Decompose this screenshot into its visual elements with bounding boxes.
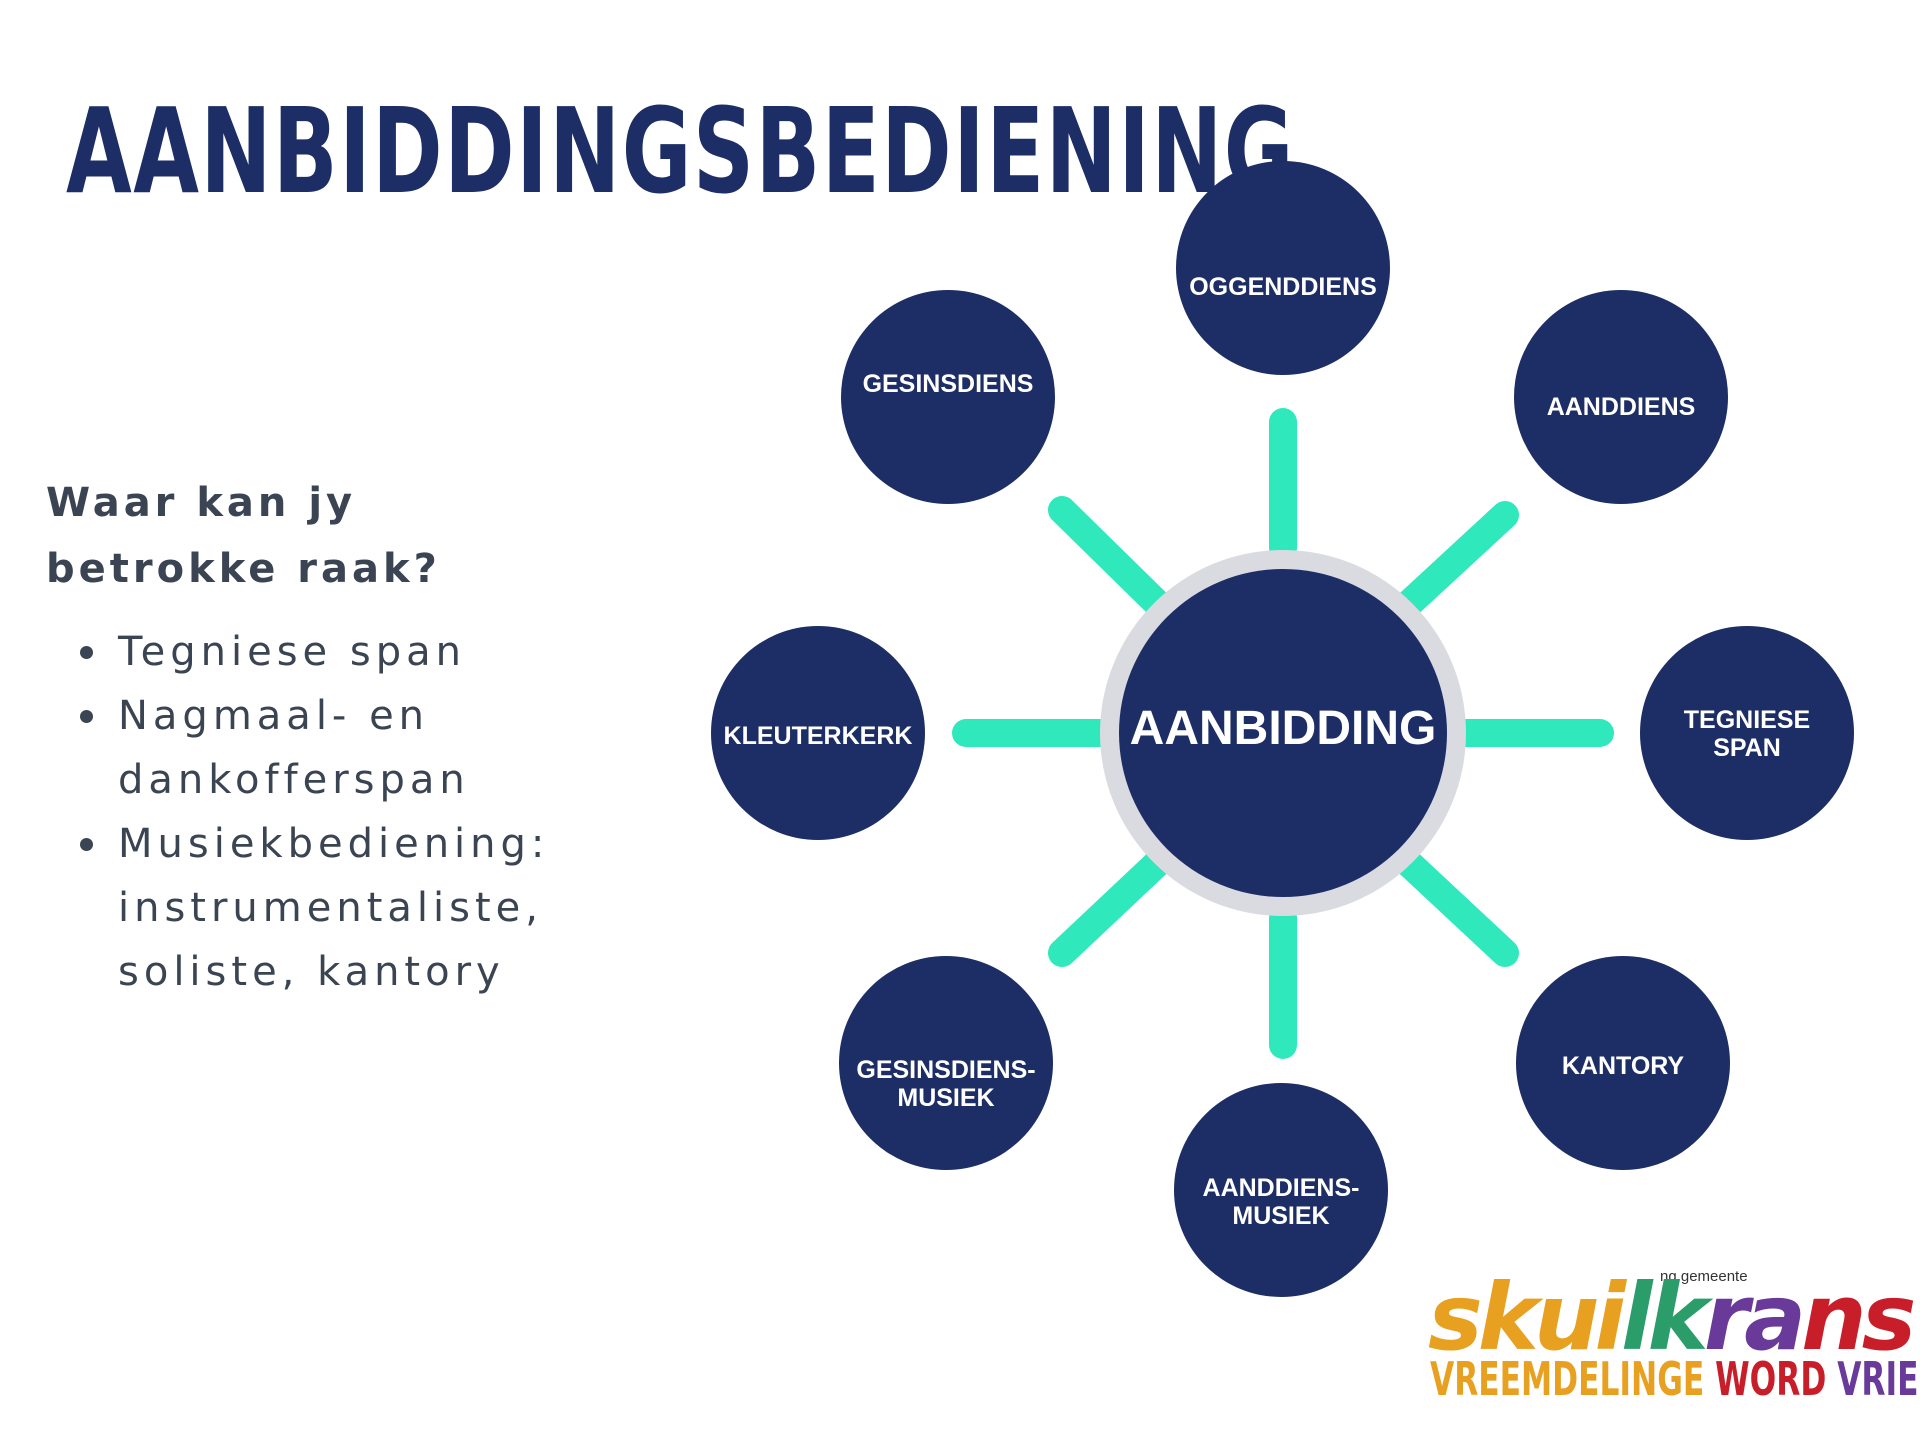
logo-subtitle: ng gemeente bbox=[1660, 1268, 1748, 1285]
node-label-tegniese: TEGNIESE bbox=[1684, 706, 1810, 734]
node-bottom bbox=[1174, 1083, 1388, 1297]
node-label-aanddiens: AANDDIENS bbox=[1547, 393, 1696, 421]
connector-top-right bbox=[1386, 501, 1519, 626]
node-label-gesinsdiens-musiek-2: MUSIEK bbox=[897, 1084, 994, 1112]
question-heading: Waar kan jy betrokke raak? bbox=[46, 480, 441, 592]
node-right bbox=[1640, 626, 1854, 840]
node-label-oggenddiens: OGGENDDIENS bbox=[1189, 273, 1377, 301]
page-title: AANBIDDINGSBEDIENING bbox=[66, 82, 1295, 220]
node-label-kleuterkerk: KLEUTERKERK bbox=[724, 722, 913, 750]
tagline-word: VRIENDE bbox=[1837, 1352, 1920, 1406]
logo-letters: ra bbox=[1703, 1264, 1806, 1371]
logo-wordmark: skuilkrans bbox=[1428, 1272, 1916, 1364]
logo-tagline: VREEMDELINGE WORD VRIENDE bbox=[1430, 1356, 1920, 1402]
node-top bbox=[1176, 161, 1390, 375]
logo-letters: lk bbox=[1620, 1264, 1709, 1371]
list-item: Tegniese span bbox=[80, 620, 638, 684]
list-item: Musiekbediening: instrumentaliste, solis… bbox=[80, 812, 638, 1004]
node-label-aanddiens-musiek-1: AANDDIENS- bbox=[1203, 1174, 1360, 1202]
list-item: Nagmaal- en dankofferspan bbox=[80, 684, 638, 812]
logo-letters: ns bbox=[1801, 1264, 1916, 1371]
node-left bbox=[711, 626, 925, 840]
node-label-gesinsdiens-musiek-1: GESINSDIENS- bbox=[856, 1056, 1035, 1084]
connector-top-left bbox=[1048, 496, 1180, 626]
involvement-list: Tegniese span Nagmaal- en dankofferspan … bbox=[80, 620, 638, 1004]
connector-bottom-right bbox=[1386, 841, 1519, 967]
node-label-gesinsdiens: GESINSDIENS bbox=[863, 370, 1034, 398]
tagline-word: WORD bbox=[1715, 1352, 1827, 1406]
center-node bbox=[1119, 569, 1447, 897]
center-label: AANBIDDING bbox=[1130, 702, 1437, 755]
node-bottom-right bbox=[1516, 956, 1730, 1170]
connector-bottom-left bbox=[1048, 841, 1180, 967]
node-bottom-left bbox=[839, 956, 1053, 1170]
node-label-aanddiens-musiek-2: MUSIEK bbox=[1232, 1202, 1329, 1230]
logo-letters: skui bbox=[1428, 1264, 1626, 1371]
node-top-left bbox=[841, 290, 1055, 504]
node-label-span: SPAN bbox=[1713, 734, 1781, 762]
node-top-right bbox=[1514, 290, 1728, 504]
tagline-word: VREEMDELINGE bbox=[1430, 1352, 1705, 1406]
node-label-kantory: KANTORY bbox=[1562, 1052, 1685, 1080]
